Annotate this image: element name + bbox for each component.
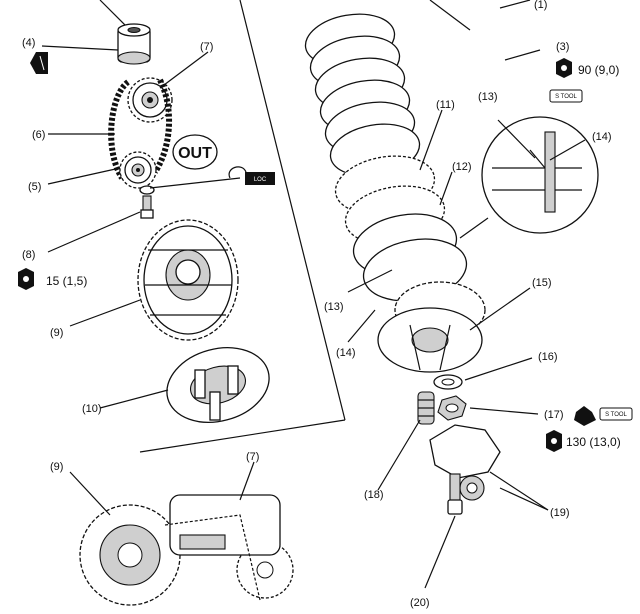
arrow-marker-icon bbox=[30, 52, 48, 74]
clutch-basket bbox=[137, 219, 239, 341]
callout-17: (17) bbox=[544, 409, 564, 421]
special-tool-badge: S TOOL bbox=[549, 89, 583, 103]
backing-plate bbox=[166, 347, 270, 423]
torque-spec-3: 90 (9,0) S TOOL bbox=[549, 58, 619, 103]
torque-spec-8: 15 (1,5) bbox=[18, 268, 87, 290]
callout-12: (12) bbox=[452, 161, 472, 173]
torque-value-8: 15 (1,5) bbox=[46, 274, 87, 288]
callout-13-detail: (13) bbox=[478, 91, 498, 103]
special-tool-badge: S TOOL bbox=[599, 407, 633, 421]
callout-19: (19) bbox=[550, 507, 570, 519]
washer-bolt bbox=[139, 185, 155, 219]
callout-14-detail: (14) bbox=[592, 131, 612, 143]
callout-9-bottom: (9) bbox=[50, 461, 63, 473]
callout-20: (20) bbox=[410, 597, 430, 609]
callout-6: (6) bbox=[32, 129, 45, 141]
special-tool-label-17: S TOOL bbox=[605, 412, 627, 418]
pressure-plate bbox=[377, 281, 486, 373]
clutch-plate-stack bbox=[304, 13, 468, 302]
loctite-badge: LOC bbox=[228, 166, 275, 185]
callout-11: (11) bbox=[436, 99, 455, 111]
callout-13: (13) bbox=[324, 301, 344, 313]
spring-18 bbox=[417, 391, 435, 425]
sleeve-part bbox=[117, 23, 151, 65]
callout-8: (8) bbox=[22, 249, 35, 261]
out-stamp: OUT bbox=[172, 134, 218, 170]
torque-value-3: 90 (9,0) bbox=[578, 63, 619, 77]
callout-16: (16) bbox=[538, 351, 558, 363]
callout-labels: (4) (7) (6) (5) (8) (9) (10) (1) (3) (11… bbox=[22, 0, 612, 609]
lower-sprocket bbox=[119, 151, 157, 189]
bolt-20 bbox=[447, 473, 463, 515]
torque-value-17: 130 (13,0) bbox=[566, 435, 621, 449]
callout-3: (3) bbox=[556, 41, 569, 53]
callout-9: (9) bbox=[50, 327, 63, 339]
nut-17 bbox=[437, 395, 467, 421]
lifter-plate-19 bbox=[429, 424, 501, 501]
torque-wrench-icon bbox=[18, 268, 34, 290]
callout-7: (7) bbox=[200, 41, 213, 53]
loctite-label: LOC bbox=[254, 177, 267, 183]
torque-spec-17: S TOOL 130 (13,0) bbox=[546, 406, 633, 452]
torque-wrench-icon bbox=[556, 58, 572, 78]
out-stamp-label: OUT bbox=[178, 145, 212, 162]
callout-7-bottom: (7) bbox=[246, 451, 259, 463]
wrench-tool-icon bbox=[574, 406, 596, 426]
callout-1: (1) bbox=[534, 0, 547, 11]
upper-sprocket bbox=[127, 77, 173, 123]
special-tool-label: S TOOL bbox=[555, 94, 577, 100]
callout-5: (5) bbox=[28, 181, 41, 193]
callout-4: (4) bbox=[22, 37, 35, 49]
engine-assembly bbox=[79, 494, 294, 606]
callout-10: (10) bbox=[82, 403, 102, 415]
detail-inset bbox=[459, 116, 599, 239]
callout-14: (14) bbox=[336, 347, 356, 359]
torque-wrench-icon bbox=[546, 430, 562, 452]
callout-15: (15) bbox=[532, 277, 552, 289]
washer-16 bbox=[433, 374, 463, 390]
leader-lines bbox=[41, 0, 586, 589]
callout-18: (18) bbox=[364, 489, 384, 501]
